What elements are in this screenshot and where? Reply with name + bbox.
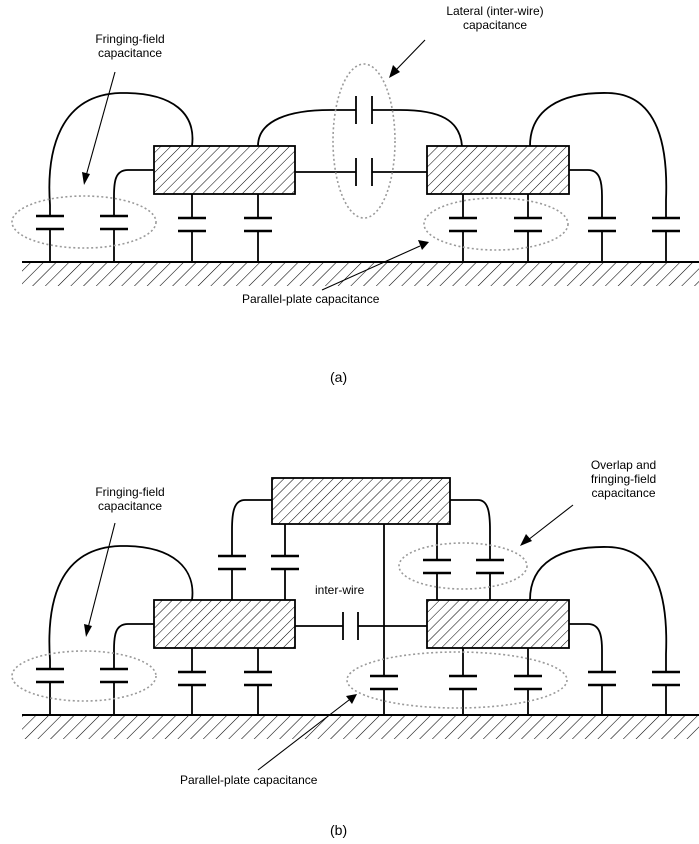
- caption-b: (b): [330, 822, 348, 838]
- overlap-label-b-line2: fringing-field: [590, 472, 657, 486]
- fringing-label-a-line2: capacitance: [97, 46, 163, 60]
- parallel-plate-label-a: Parallel-plate capacitance: [242, 292, 380, 306]
- fringing-ellipse-b: [11, 650, 157, 702]
- fringing-ellipse-a: [11, 195, 157, 249]
- arrows-a: [82, 39, 429, 291]
- overlap-ellipse-b: [398, 542, 528, 590]
- lateral-label-a: Lateral (inter-wire) capacitance: [430, 4, 560, 32]
- overlap-label-b-line1: Overlap and: [590, 458, 657, 472]
- arrows-b: [84, 504, 574, 771]
- fringing-label-a-line1: Fringing-field: [95, 32, 165, 46]
- conductor-right-a: [426, 145, 570, 195]
- overlap-label-b-line3: capacitance: [591, 486, 656, 500]
- lateral-label-a-line1: Lateral (inter-wire): [446, 4, 544, 18]
- conductor-right-b: [426, 599, 570, 649]
- inter-wire-label-b: inter-wire: [315, 583, 365, 597]
- lateral-label-a-line2: capacitance: [462, 18, 528, 32]
- conductor-top-b: [271, 477, 451, 525]
- parallel-plate-ellipse-b: [346, 651, 568, 709]
- parallel-plate-label-b: Parallel-plate capacitance: [180, 773, 318, 787]
- lateral-ellipse-a: [332, 63, 396, 219]
- ground-plane-b: [22, 714, 699, 739]
- diagram-b: [11, 477, 699, 771]
- overlap-label-b: Overlap and fringing-field capacitance: [566, 458, 681, 500]
- fringing-label-b-line1: Fringing-field: [95, 485, 165, 499]
- conductor-left-a: [153, 145, 296, 195]
- parallel-plate-ellipse-a: [423, 197, 569, 251]
- conductor-left-b: [153, 599, 296, 649]
- diagram-a: [11, 39, 699, 291]
- caption-a: (a): [330, 369, 348, 385]
- fringing-label-a: Fringing-field capacitance: [80, 32, 180, 60]
- ground-plane-a: [22, 261, 699, 286]
- fringing-label-b: Fringing-field capacitance: [80, 485, 180, 513]
- fringing-label-b-line2: capacitance: [97, 499, 163, 513]
